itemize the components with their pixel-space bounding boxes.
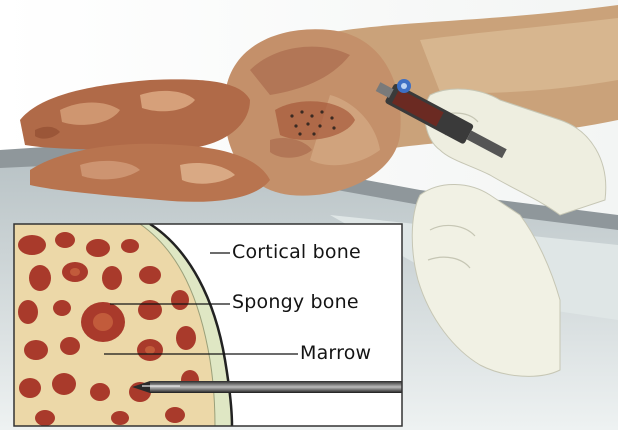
cortical-bone-label: Cortical bone [232,243,361,262]
marrow-label: Marrow [300,344,371,363]
spongy-bone-label: Spongy bone [232,293,359,312]
biopsy-needle-icon [132,381,402,393]
